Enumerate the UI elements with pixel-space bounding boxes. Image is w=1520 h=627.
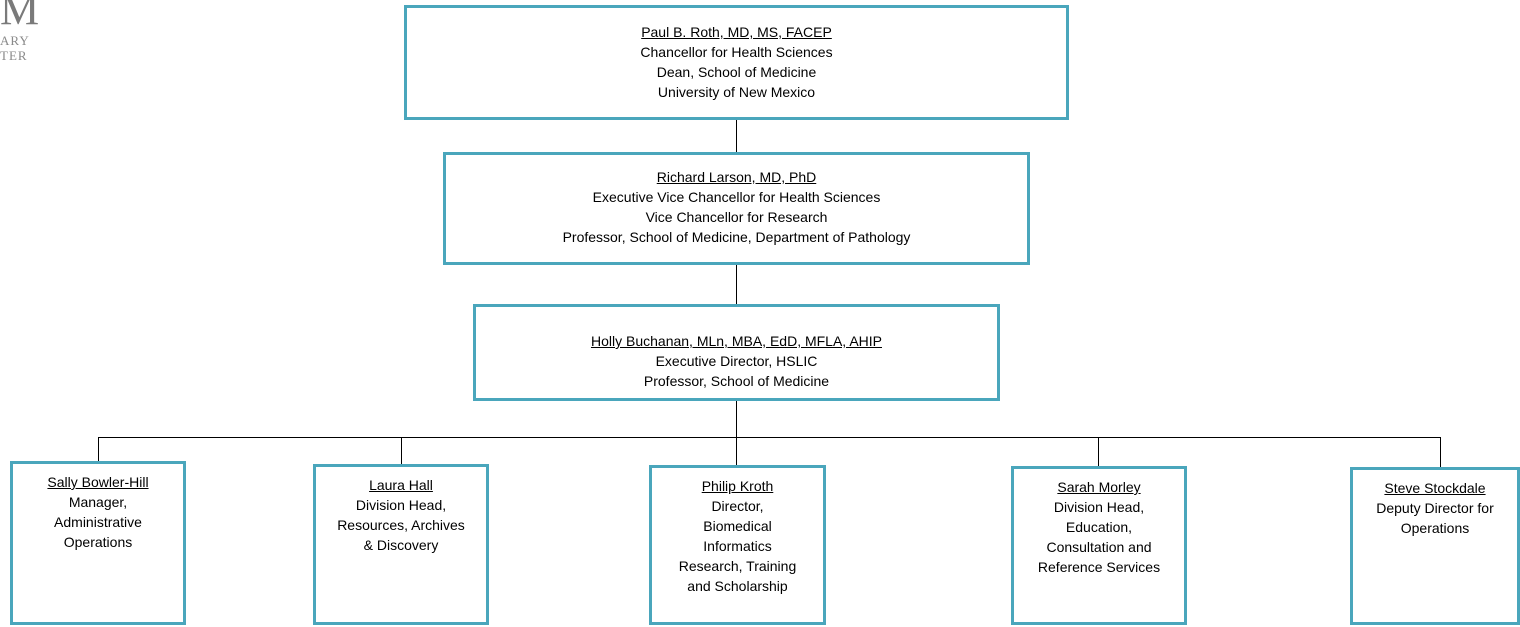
logo-text-line-1: ARY bbox=[0, 33, 30, 48]
person-name: Steve Stockdale bbox=[1384, 480, 1486, 496]
connector-horizontal-bus bbox=[98, 437, 1440, 438]
connector-bus-stockdale bbox=[1440, 437, 1441, 468]
person-title-line: Vice Chancellor for Research bbox=[645, 209, 828, 225]
org-box-executive-vice-chancellor: Richard Larson, MD, PhD Executive Vice C… bbox=[443, 152, 1030, 265]
org-box-chancellor: Paul B. Roth, MD, MS, FACEP Chancellor f… bbox=[404, 5, 1069, 120]
org-box-morley: Sarah Morley Division Head, Education, C… bbox=[1011, 466, 1187, 625]
connector-buchanan-bus bbox=[736, 400, 737, 437]
person-title-line: Executive Vice Chancellor for Health Sci… bbox=[592, 189, 881, 205]
person-title-line: Division Head, bbox=[355, 497, 447, 513]
org-box-stockdale: Steve Stockdale Deputy Director for Oper… bbox=[1350, 467, 1520, 625]
connector-bus-morley bbox=[1098, 437, 1099, 467]
connector-bus-bowler-hill bbox=[98, 437, 99, 463]
org-box-hall: Laura Hall Division Head, Resources, Arc… bbox=[313, 464, 489, 625]
person-title-line: Executive Director, HSLIC bbox=[655, 353, 818, 369]
person-title-line: Operations bbox=[63, 534, 133, 550]
person-title-line: Director, bbox=[711, 498, 764, 514]
org-box-bowler-hill: Sally Bowler-Hill Manager, Administrativ… bbox=[10, 461, 186, 625]
person-title-line: University of New Mexico bbox=[657, 84, 816, 100]
person-title-line: Administrative bbox=[54, 514, 142, 530]
person-name: Laura Hall bbox=[369, 477, 433, 493]
connector-bus-kroth bbox=[736, 437, 737, 466]
person-name: Holly Buchanan, MLn, MBA, EdD, MFLA, AHI… bbox=[590, 333, 882, 349]
person-title-line: Informatics bbox=[703, 538, 772, 554]
logo-mark: M bbox=[0, 0, 40, 34]
person-title-line: Dean, School of Medicine bbox=[656, 64, 817, 80]
person-name: Sarah Morley bbox=[1057, 479, 1141, 495]
org-box-kroth: Philip Kroth Director, Biomedical Inform… bbox=[649, 465, 826, 625]
person-title-line: Division Head, bbox=[1053, 499, 1145, 515]
person-title-line: Reference Services bbox=[1037, 559, 1161, 575]
person-title-line: & Discovery bbox=[363, 537, 439, 553]
person-title-line: Professor, School of Medicine, Departmen… bbox=[562, 229, 911, 245]
person-title-line: Professor, School of Medicine bbox=[643, 373, 830, 389]
connector-bus-hall bbox=[401, 437, 402, 465]
org-box-executive-director: Holly Buchanan, MLn, MBA, EdD, MFLA, AHI… bbox=[473, 304, 1000, 401]
connector-larson-buchanan bbox=[736, 264, 737, 306]
person-title-line: Manager, bbox=[68, 494, 128, 510]
person-title-line: Chancellor for Health Sciences bbox=[640, 44, 833, 60]
logo-text-line-2: TER bbox=[0, 48, 28, 63]
person-title-line: Research, Training bbox=[678, 558, 797, 574]
person-title-line: and Scholarship bbox=[687, 578, 788, 594]
hsc-library-logo: M ARY TER bbox=[0, 0, 60, 70]
person-title-line: Operations bbox=[1400, 520, 1470, 536]
person-title-line: Consultation and bbox=[1046, 539, 1152, 555]
connector-roth-larson bbox=[736, 120, 737, 154]
person-name: Sally Bowler-Hill bbox=[47, 474, 149, 490]
person-title-line: Education, bbox=[1065, 519, 1133, 535]
person-name: Paul B. Roth, MD, MS, FACEP bbox=[641, 24, 832, 40]
person-title-line: Deputy Director for bbox=[1376, 500, 1494, 516]
person-title-line: Resources, Archives bbox=[337, 517, 465, 533]
person-title-line: Biomedical bbox=[703, 518, 772, 534]
person-name: Philip Kroth bbox=[701, 478, 774, 494]
person-name: Richard Larson, MD, PhD bbox=[656, 169, 817, 185]
